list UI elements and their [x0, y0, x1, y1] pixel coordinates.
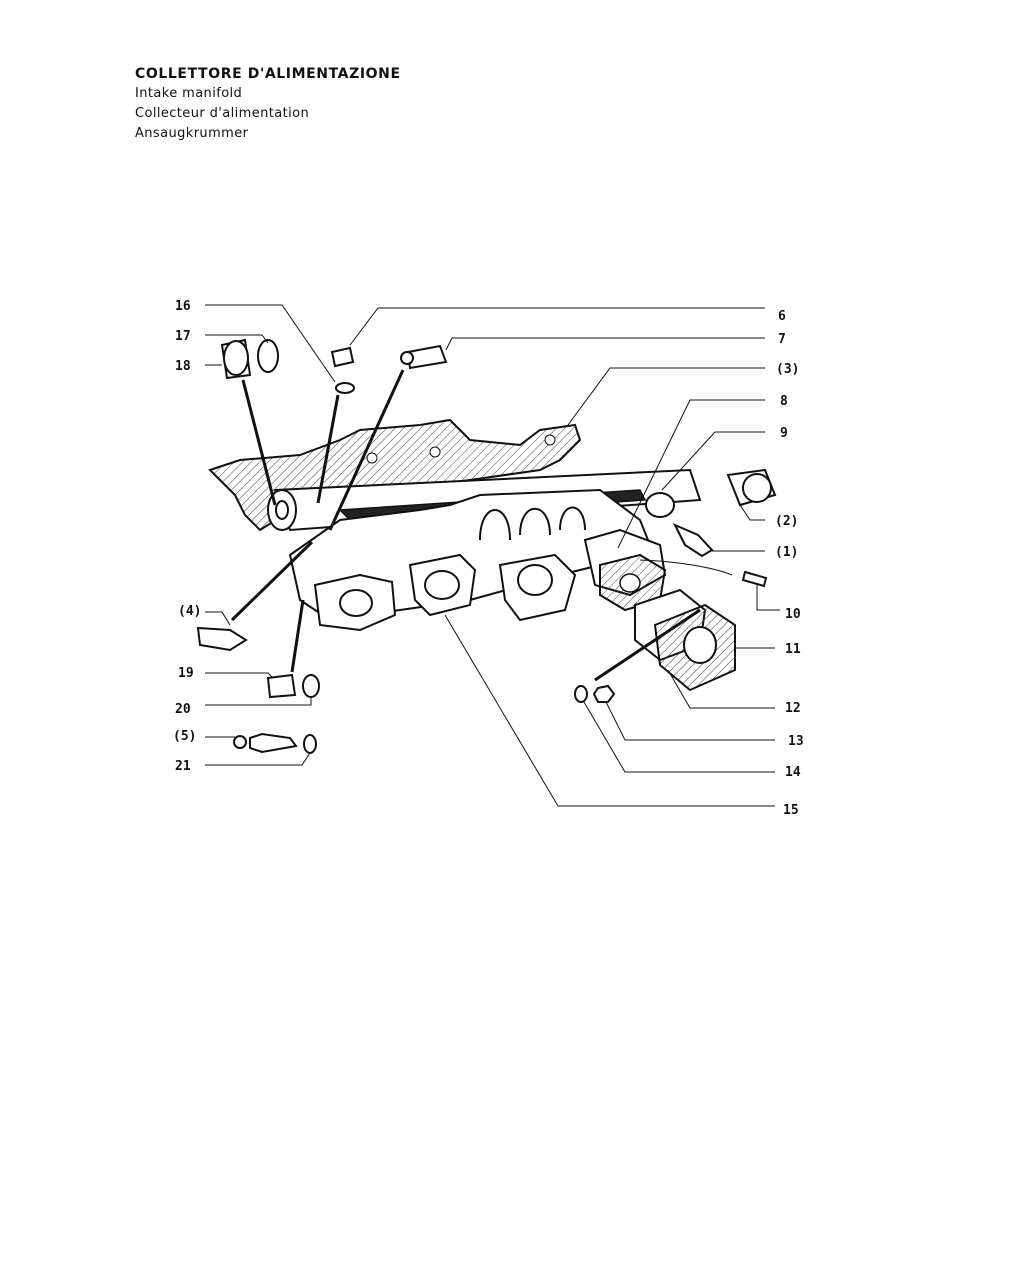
- callout-9: 9: [780, 426, 788, 441]
- sensor-1: [672, 522, 714, 558]
- nut-13: [592, 684, 616, 703]
- bolt-19: [266, 673, 297, 699]
- washer-17: [257, 339, 279, 373]
- header: COLLETTORE D'ALIMENTAZIONE Intake manifo…: [135, 64, 401, 144]
- washer-14: [574, 685, 588, 703]
- bolt-6: [330, 346, 355, 394]
- callout-6: 6: [778, 309, 786, 324]
- callout-1: (1): [775, 545, 798, 560]
- callout-21: 21: [175, 759, 191, 774]
- title-german: Ansaugkrummer: [135, 126, 249, 141]
- callout-19: 19: [178, 666, 194, 681]
- washer-21: [303, 734, 317, 754]
- callout-11: 11: [785, 642, 801, 657]
- title-english: Intake manifold: [135, 86, 243, 101]
- nipple-4: [196, 626, 248, 652]
- callout-20: 20: [175, 702, 191, 717]
- callout-5: (5): [173, 729, 196, 744]
- bolt-10: [741, 570, 768, 588]
- callout-15: 15: [783, 803, 799, 818]
- plug-2: [726, 468, 777, 507]
- callout-13: 13: [788, 734, 804, 749]
- title-french: Collecteur d'alimentation: [135, 106, 310, 121]
- cap-18: [220, 338, 252, 380]
- callout-7: 7: [778, 332, 786, 347]
- callout-14: 14: [785, 765, 801, 780]
- callout-16: 16: [175, 299, 191, 314]
- callout-2: (2): [775, 514, 798, 529]
- callout-3: (3): [776, 362, 799, 377]
- union-5: [233, 732, 298, 754]
- callout-8: 8: [780, 394, 788, 409]
- title-italian: COLLETTORE D'ALIMENTAZIONE: [135, 66, 401, 82]
- callout-12: 12: [785, 701, 801, 716]
- screw-7: [400, 344, 448, 370]
- callout-17: 17: [175, 329, 191, 344]
- callout-4: (4): [178, 604, 201, 619]
- callout-18: 18: [175, 359, 191, 374]
- callout-10: 10: [785, 607, 801, 622]
- washer-20: [302, 674, 320, 698]
